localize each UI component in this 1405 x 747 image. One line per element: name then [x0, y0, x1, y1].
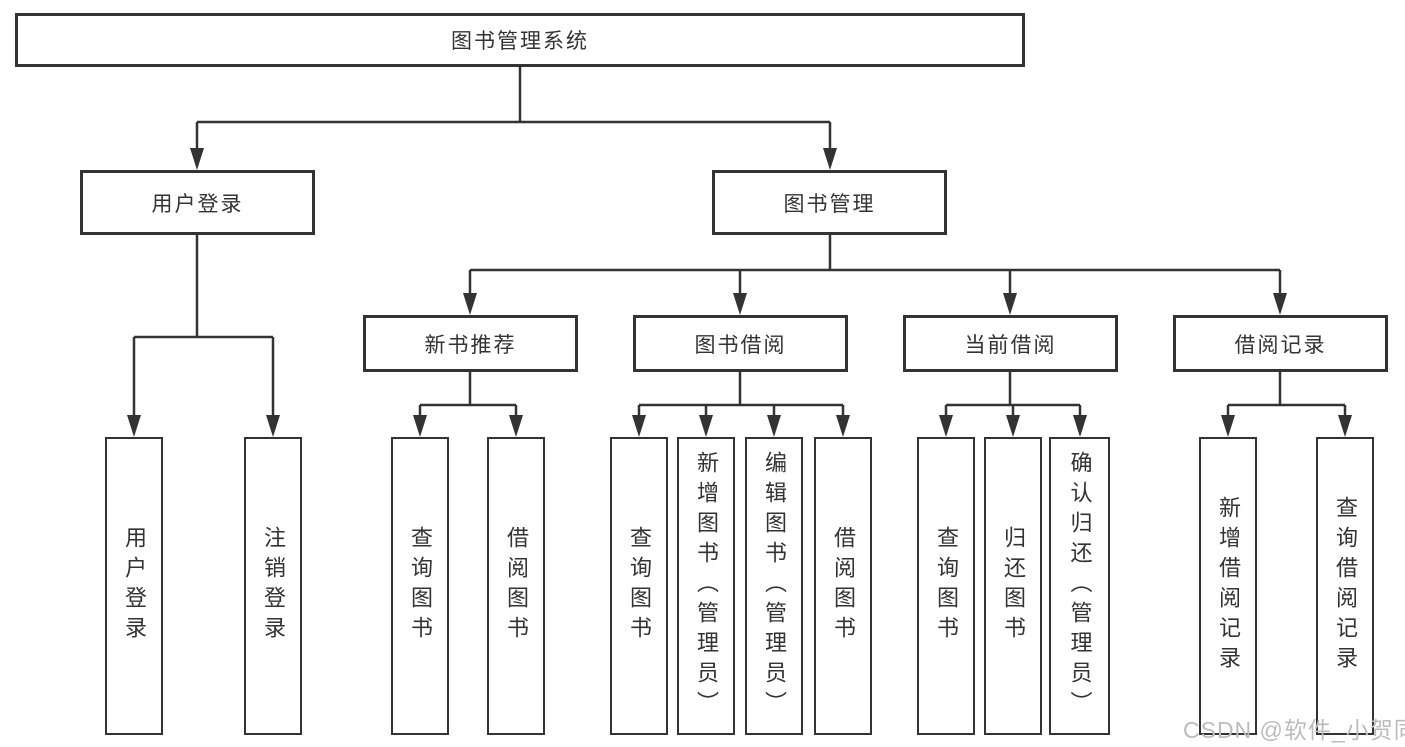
- node-new-book-recommend: 新书推荐: [363, 315, 578, 372]
- arrowheads: [127, 148, 1352, 437]
- node-book-management: 图书管理: [712, 170, 947, 235]
- leaf-query-books-current: 查询图书: [917, 437, 975, 735]
- node-library-system: 图书管理系统: [15, 13, 1025, 67]
- leaf-borrow-books-recommend: 借阅图书: [487, 437, 545, 735]
- leaf-logout: 注销登录: [244, 437, 302, 735]
- leaf-confirm-return-admin: 确认归还（管理员）: [1049, 437, 1110, 735]
- leaf-add-books-admin: 新增图书（管理员）: [677, 437, 735, 735]
- node-book-borrow: 图书借阅: [633, 315, 848, 372]
- leaf-edit-books-admin: 编辑图书（管理员）: [745, 437, 803, 735]
- node-borrow-records: 借阅记录: [1173, 315, 1388, 372]
- csdn-watermark: CSDN @软件_小贺同学: [1183, 717, 1405, 743]
- leaf-return-books: 归还图书: [984, 437, 1042, 735]
- node-user-login: 用户登录: [80, 170, 315, 235]
- leaf-query-borrow-record: 查询借阅记录: [1316, 437, 1374, 735]
- leaf-user-login: 用户登录: [105, 437, 163, 735]
- leaf-query-books-recommend: 查询图书: [391, 437, 449, 735]
- node-current-borrow: 当前借阅: [903, 315, 1118, 372]
- leaf-add-borrow-record: 新增借阅记录: [1199, 437, 1257, 735]
- leaf-query-books-borrow: 查询图书: [610, 437, 668, 735]
- leaf-borrow-books: 借阅图书: [814, 437, 872, 735]
